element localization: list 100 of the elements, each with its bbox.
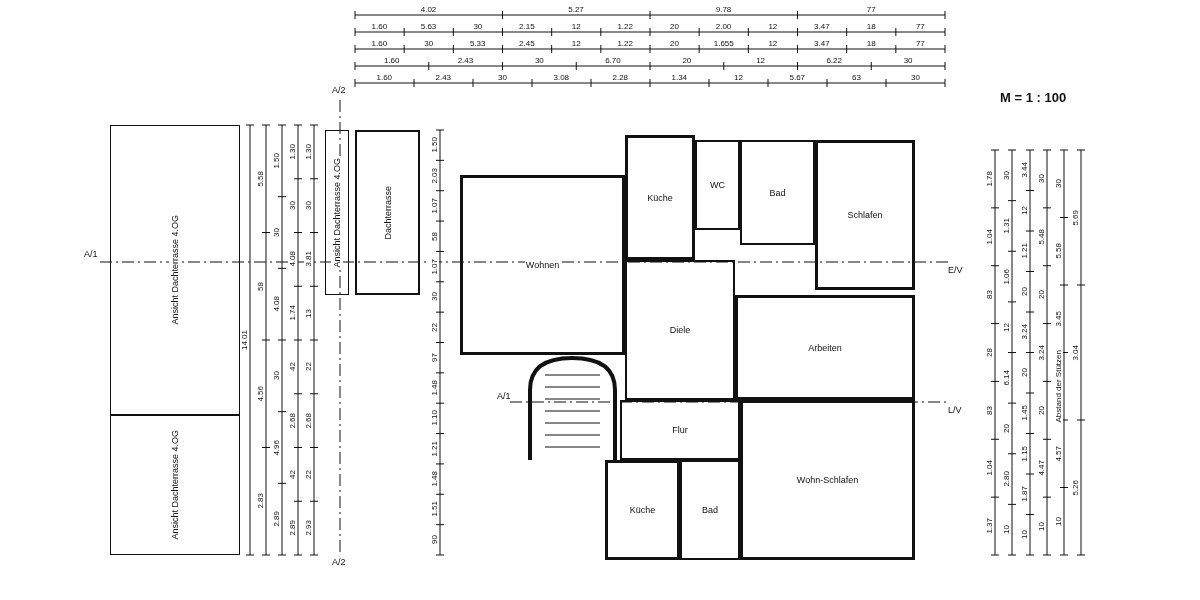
dimension-value: 5.63 (420, 22, 437, 31)
dimension-value: 30 (1054, 179, 1063, 189)
dimension-value: 3.81 (304, 251, 313, 267)
dimension-value: 1.51 (430, 501, 439, 518)
room-name: Ansicht Dachterrasse 4.OG (169, 214, 181, 326)
dimension-value: 5.48 (1037, 228, 1046, 245)
dimension-value: 2.00 (715, 22, 732, 31)
dimension-value: 1.04 (985, 228, 994, 245)
dimension-value: 20 (670, 22, 679, 31)
dimension-value: 10 (1054, 516, 1063, 526)
dimension-value: 12 (768, 22, 778, 31)
dimension-value: 5.33 (469, 39, 486, 48)
section-marker: A/2 (332, 558, 346, 567)
dimension-value: 30 (272, 228, 281, 237)
room-name: Wohnen (524, 259, 561, 271)
dimension-value: 1.60 (371, 22, 388, 31)
dimension-value: 1.78 (985, 170, 994, 187)
dimension-value: 1.48 (430, 380, 439, 396)
dimension-value: 3.47 (814, 39, 830, 48)
room-name: Küche (628, 504, 657, 516)
dimension-value: 1.87 (1020, 486, 1029, 502)
dimension-value: 83 (985, 405, 994, 415)
dimension-value: 83 (985, 290, 994, 300)
room-name: Flur (671, 424, 689, 436)
dimension-value: 5.58 (1054, 243, 1063, 259)
dimension-value: 1.21 (430, 440, 439, 457)
dimension-value: 1.655 (713, 39, 734, 48)
dimension-value: 20 (1020, 368, 1029, 378)
dimension-value: 4.08 (272, 296, 281, 312)
room-outline (695, 140, 740, 230)
dimension-value: 1.34 (671, 73, 688, 82)
dimension-value: 2.93 (304, 520, 313, 536)
dimension-value: 20 (670, 39, 679, 48)
dimension-value: 2.15 (519, 22, 535, 31)
dimension-value: 77 (866, 5, 876, 14)
dimension-value: 2.68 (304, 412, 313, 429)
dimension-value: 12 (1002, 322, 1011, 332)
scale-note: M = 1 : 100 (1000, 90, 1067, 105)
dimension-value: 5.26 (1071, 479, 1080, 496)
dimension-value: 12 (1020, 206, 1029, 216)
dimension-value: 30 (911, 73, 920, 82)
dimension-value: 4.08 (288, 251, 297, 267)
dimension-value: 63 (852, 73, 861, 82)
dimension-value: 10 (1002, 525, 1011, 535)
dimension-value: 3.04 (1071, 344, 1080, 361)
dimension-value: 1.60 (371, 39, 388, 48)
dimension-value: 4.56 (256, 385, 265, 402)
dimension-value: 1.10 (430, 410, 439, 426)
dimension-value: 28 (985, 348, 994, 357)
dimension-value: 1.22 (617, 39, 633, 48)
terrace-outline (355, 130, 420, 295)
dimension-value: Abstand der Stützen (1054, 349, 1063, 423)
dimension-value: 3.24 (1020, 324, 1029, 340)
dimension-value: 30 (1002, 170, 1011, 180)
dimension-value: 1.50 (272, 152, 281, 169)
dimension-value: 2.43 (435, 73, 452, 82)
dimension-value: 22 (304, 362, 313, 372)
dimension-value: 20 (1037, 290, 1046, 300)
dimension-value: 30 (903, 56, 913, 65)
dimension-value: 20 (682, 56, 692, 65)
room-outline (625, 260, 735, 400)
dimension-value: 12 (571, 39, 581, 48)
room-outline (620, 400, 740, 460)
room-name: Bad (768, 186, 787, 199)
dimension-value: 1.50 (430, 137, 439, 153)
dimension-value: 2.80 (1002, 471, 1011, 487)
dimension-value: 1.31 (1002, 217, 1011, 234)
room-name: WC (709, 179, 726, 191)
dimension-value: 1.74 (288, 305, 297, 321)
dimension-value: 30 (272, 371, 281, 381)
dimension-value: 4.47 (1037, 460, 1046, 476)
room-name: Ansicht Dachterrasse 4.OG (331, 156, 343, 269)
room-name: Dachterrasse (381, 184, 394, 241)
dimension-value: 30 (288, 201, 297, 211)
dimension-value: 12 (768, 39, 778, 48)
dimension-value: 5.67 (789, 73, 806, 82)
dimension-value: 58 (430, 231, 439, 241)
dimension-value: 1.04 (985, 460, 994, 476)
dimension-value: 5.58 (256, 170, 265, 187)
dimension-value: 12 (571, 22, 581, 31)
terrace-outline (325, 130, 349, 295)
dimension-value: 1.60 (383, 56, 400, 65)
dimension-value: 4.02 (420, 5, 437, 14)
dimension-value: 9.78 (715, 5, 732, 14)
room-name: Ansicht Dachterrasse 4.OG (169, 429, 181, 541)
dimension-value: 22 (304, 469, 313, 479)
dimension-value: 5.69 (1071, 209, 1080, 226)
room-name: Bad (701, 504, 719, 516)
room-name: Küche (646, 191, 674, 204)
dimension-value: 3.08 (553, 73, 570, 82)
dimension-value: 77 (915, 22, 925, 31)
room-outline (625, 135, 695, 260)
dimension-value: 97 (430, 353, 439, 363)
dimension-value: 1.30 (288, 143, 297, 160)
dimension-value: 20 (1002, 423, 1011, 433)
room-outline (740, 400, 915, 560)
dimension-value: 12 (734, 73, 743, 82)
dimension-value: 13 (304, 308, 313, 318)
dimension-value: 1.15 (1020, 445, 1029, 462)
dimension-value: 42 (288, 469, 297, 479)
